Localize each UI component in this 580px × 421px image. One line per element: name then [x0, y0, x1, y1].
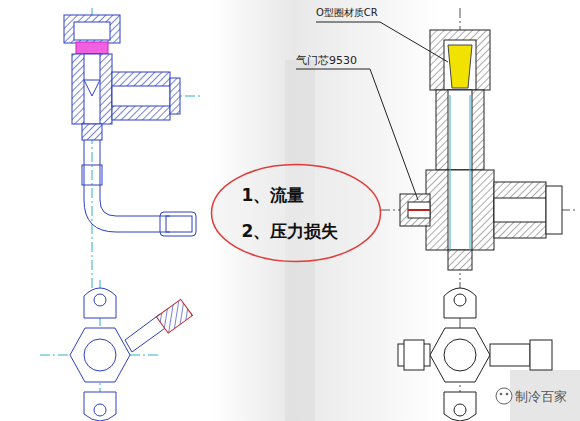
ellipse-outline [210, 163, 382, 263]
callout-text: 1、流量 [242, 185, 305, 205]
ellipse-outline [212, 165, 381, 262]
background-band [212, 0, 442, 421]
callout-text: 2、压力损失 [242, 221, 339, 241]
ellipse-callout: 1、流量 2、压力损失 [210, 163, 382, 263]
watermark: 制冷百家 [515, 388, 567, 406]
background-band [510, 370, 580, 421]
watermark-icon [496, 388, 512, 404]
left-valve-section [64, 8, 200, 290]
part-label: O型圈材质CR [316, 6, 378, 20]
part-label: 气门芯9530 [296, 53, 357, 68]
left-valve-top-view [40, 280, 192, 421]
